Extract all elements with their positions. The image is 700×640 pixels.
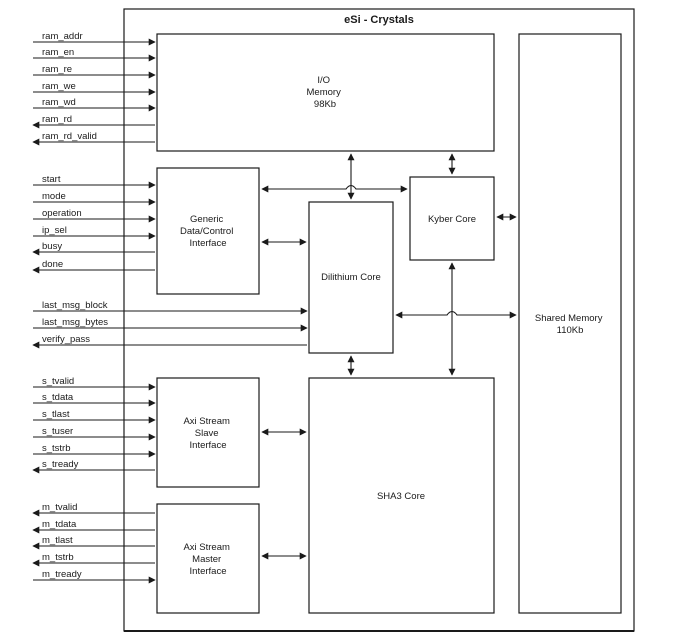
signal-label: s_tdata [42, 392, 74, 403]
signal-label: mode [42, 191, 66, 202]
signal-m-tlast: m_tlast [32, 535, 155, 550]
signal-m-tvalid: m_tvalid [32, 502, 155, 517]
signal-label: m_tvalid [42, 502, 77, 513]
io-memory-label-line-1: I/O [317, 75, 330, 86]
svg-text:Generic Data/Control: Generic Data/Control Interface [180, 214, 236, 249]
signal-label: start [42, 174, 61, 185]
signal-ram-addr: ram_addr [33, 31, 156, 46]
signal-label: verify_pass [42, 334, 90, 345]
shared-memory-label-line-2: 110Kb [557, 325, 584, 336]
diagram-title: eSi - Crystals [344, 14, 414, 26]
dilithium-core-block: Dilithium Core [308, 201, 394, 354]
axi-slave-label-line-3: Interface [190, 440, 227, 451]
generic-interface-label-line-1: Generic [190, 214, 224, 225]
signal-label: ip_sel [42, 225, 67, 236]
io-memory-block: I/O Memory 98Kb [156, 33, 495, 152]
axi-slave-label-line-1: Axi Stream [183, 416, 230, 427]
signal-label: ram_wd [42, 97, 76, 108]
signal-last-msg-bytes: last_msg_bytes [33, 317, 308, 332]
signal-label: ram_en [42, 47, 74, 58]
svg-text:Kyber Core: Kyber Core [428, 214, 476, 225]
svg-text:I/O Memory 98Kb: I/O Memory 98Kb [307, 75, 344, 110]
axi-master-label-line-3: Interface [190, 566, 227, 577]
signal-label: m_tdata [42, 519, 77, 530]
shared-memory-block: Shared Memory 110Kb [518, 33, 622, 614]
signal-label: last_msg_block [42, 300, 108, 311]
signal-label: busy [42, 241, 62, 252]
signal-label: ram_rd [42, 114, 72, 125]
generic-interface-block: Generic Data/Control Interface [156, 167, 260, 295]
generic-interface-label-line-2: Data/Control [180, 226, 233, 237]
signal-ram-en: ram_en [33, 47, 156, 62]
svg-text:Dilithium Core: Dilithium Core [321, 272, 381, 283]
signal-ip-sel: ip_sel [33, 225, 156, 240]
signal-s-tstrb: s_tstrb [33, 443, 156, 458]
signal-m-tdata: m_tdata [32, 519, 155, 534]
signal-ram-rd-valid: ram_rd_valid [32, 131, 155, 146]
axi-master-label-line-2: Master [192, 554, 221, 565]
svg-text:Axi Stream Slave I: Axi Stream Slave Interface [183, 416, 232, 451]
svg-text:Axi Stream Master: Axi Stream Master Interface [183, 542, 232, 577]
signal-label: m_tlast [42, 535, 73, 546]
signal-label: ram_addr [42, 31, 83, 42]
signal-s-tdata: s_tdata [33, 392, 156, 407]
generic-kyber-link [261, 184, 408, 193]
svg-text:Shared Memory 110Kb: Shared Memory 110Kb [535, 313, 605, 336]
signal-last-msg-block: last_msg_block [33, 300, 308, 315]
kyber-core-block: Kyber Core [409, 176, 495, 261]
dilithium-core-label: Dilithium Core [321, 272, 381, 283]
sha3-core-block: SHA3 Core [308, 377, 495, 614]
signal-label: ram_we [42, 81, 76, 92]
signal-s-tlast: s_tlast [33, 409, 156, 424]
signal-label: s_tstrb [42, 443, 71, 454]
signal-label: m_tready [42, 569, 82, 580]
signal-label: done [42, 259, 63, 270]
signal-ram-we: ram_we [33, 81, 156, 96]
signal-verify-pass: verify_pass [32, 334, 307, 349]
signal-operation: operation [33, 208, 156, 223]
signal-done: done [32, 259, 155, 274]
signal-label: ram_rd_valid [42, 131, 97, 142]
signal-m-tready: m_tready [33, 569, 156, 584]
generic-interface-label-line-3: Interface [190, 238, 227, 249]
signal-label: s_tuser [42, 426, 73, 437]
signal-s-tready: s_tready [32, 459, 155, 474]
signal-ram-wd: ram_wd [33, 97, 156, 112]
axi-master-block: Axi Stream Master Interface [156, 503, 260, 614]
signal-m-tstrb: m_tstrb [32, 552, 155, 567]
io-memory-label-line-3: 98Kb [314, 99, 336, 110]
io-memory-label-line-2: Memory [307, 87, 342, 98]
axi-master-label-line-1: Axi Stream [183, 542, 230, 553]
signal-ram-rd: ram_rd [32, 114, 155, 129]
kyber-core-label: Kyber Core [428, 214, 476, 225]
axi-slave-block: Axi Stream Slave Interface [156, 377, 260, 488]
svg-text:SHA3 Core: SHA3 Core [377, 491, 425, 502]
axi-slave-label-line-2: Slave [195, 428, 219, 439]
signal-s-tvalid: s_tvalid [33, 376, 156, 391]
signal-busy: busy [32, 241, 155, 256]
signal-label: last_msg_bytes [42, 317, 108, 328]
signal-label: s_tlast [42, 409, 70, 420]
signal-label: s_tready [42, 459, 79, 470]
signal-mode: mode [33, 191, 156, 206]
signal-start: start [33, 174, 156, 189]
sha3-core-label: SHA3 Core [377, 491, 425, 502]
signal-label: ram_re [42, 64, 72, 75]
signal-label: operation [42, 208, 82, 219]
external-signals: ram_addr ram_en ram_re ram_we ram_wd ram_rdra… [32, 31, 308, 584]
signal-ram-re: ram_re [33, 64, 156, 79]
signal-label: s_tvalid [42, 376, 74, 387]
signal-label: m_tstrb [42, 552, 74, 563]
shared-memory-label-line-1: Shared Memory [535, 313, 603, 324]
signal-s-tuser: s_tuser [33, 426, 156, 441]
